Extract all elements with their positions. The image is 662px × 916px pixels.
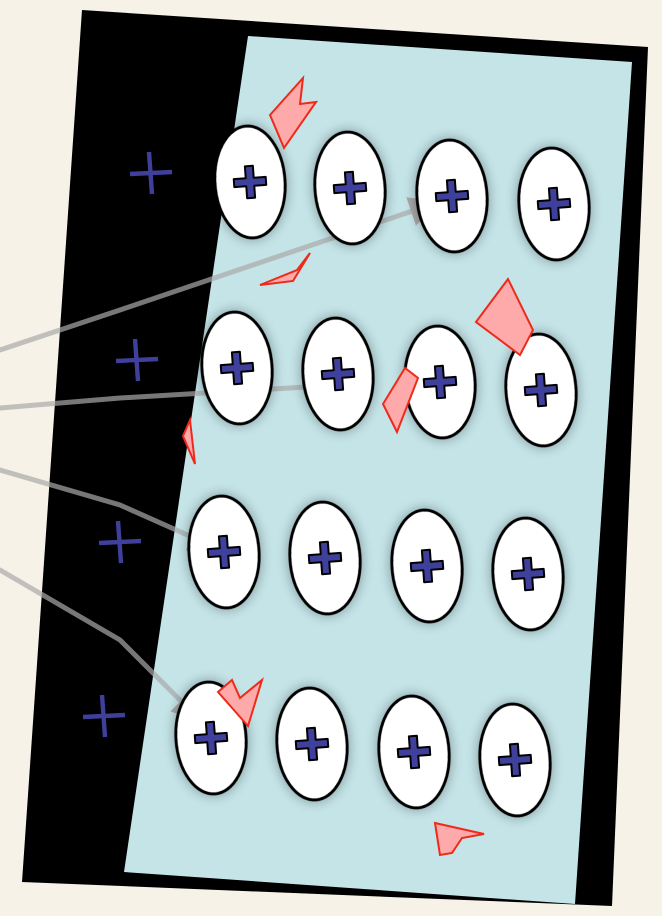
edge-charge-bar [149,152,152,194]
edge-charge-bar [118,521,121,563]
edge-charge-bar [135,339,138,381]
edge-charge-bar [102,695,105,737]
